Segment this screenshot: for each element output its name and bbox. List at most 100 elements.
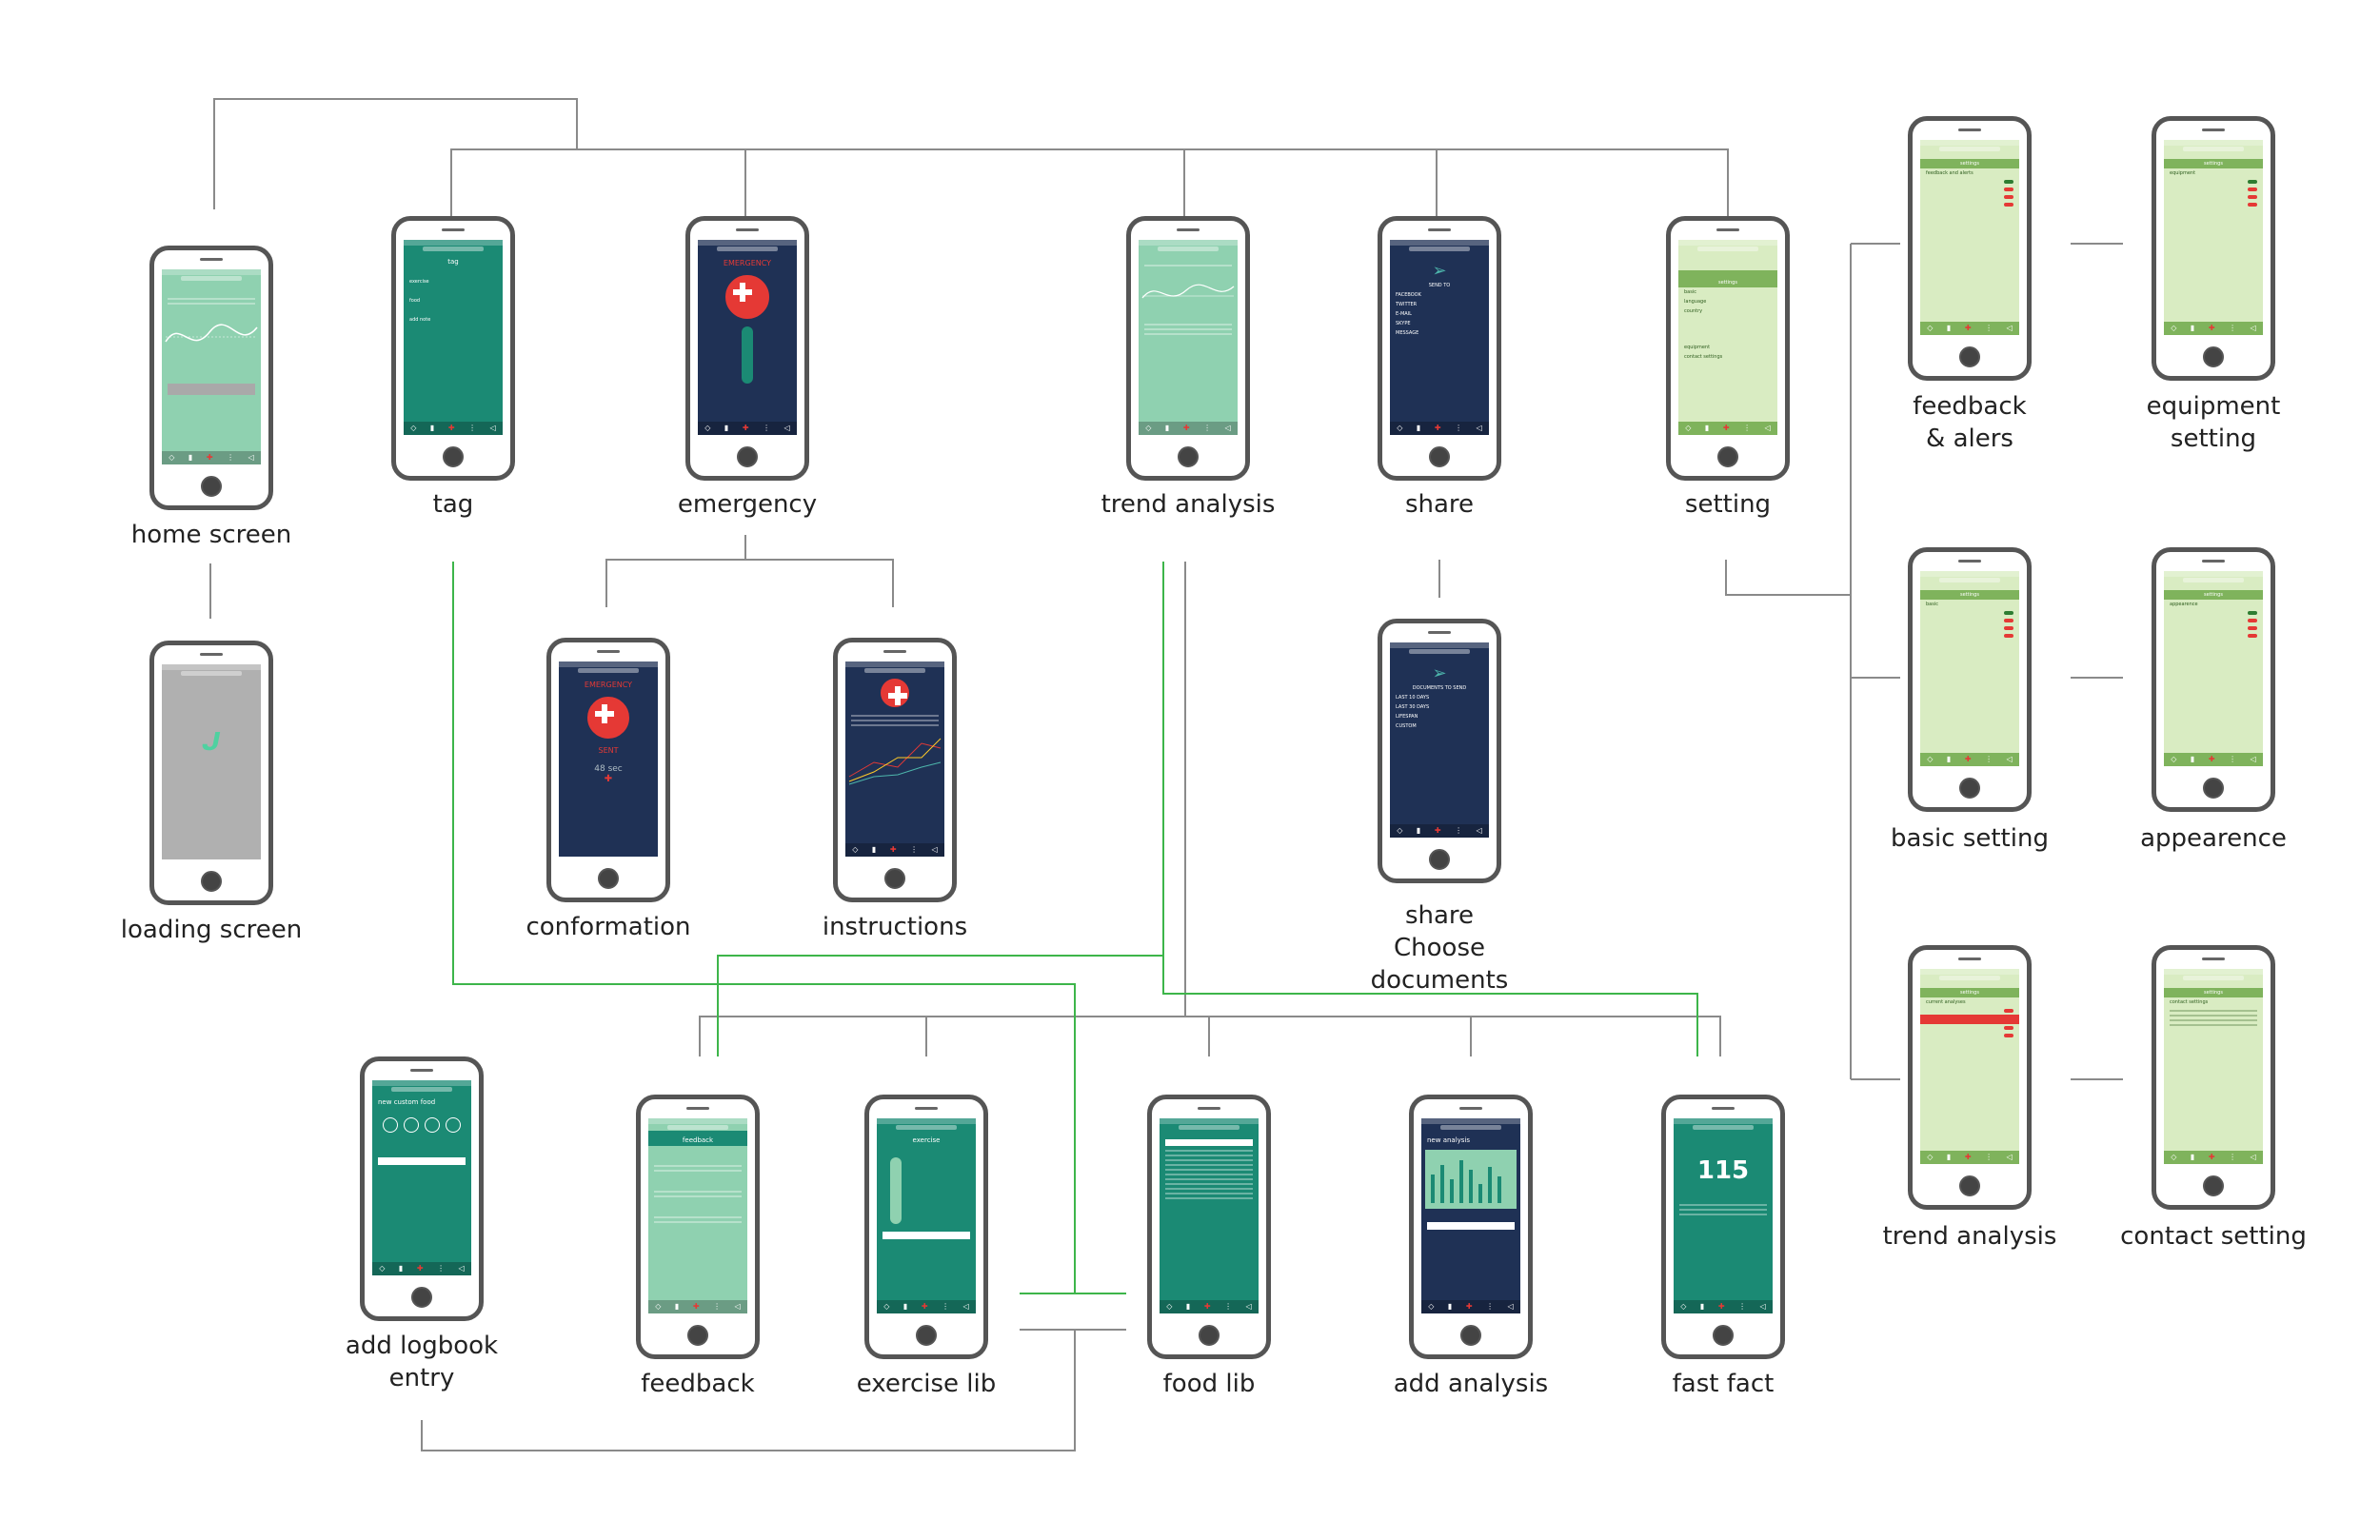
phone-trend-analysis-setting[interactable]: settings current analyses ◇▮✚⋮◁ xyxy=(1908,945,2032,1210)
share-option[interactable]: MESSAGE xyxy=(1396,330,1419,336)
conformation-timer: 48 sec xyxy=(594,764,623,774)
settings-contact: contact settings xyxy=(2170,999,2209,1005)
trend-chart-preview xyxy=(1141,284,1235,299)
share-option[interactable]: E-MAIL xyxy=(1396,311,1412,317)
label-appearence: appearence xyxy=(2140,824,2287,853)
label-home-screen: home screen xyxy=(130,521,292,549)
home-button[interactable] xyxy=(2203,778,2224,799)
phone-share[interactable]: ➢ SEND TO FACEBOOK TWITTER E-MAIL SKYPE … xyxy=(1378,216,1501,481)
share-doc-option[interactable]: LAST 10 DAYS xyxy=(1396,695,1430,701)
home-button[interactable] xyxy=(1429,446,1450,467)
share-option[interactable]: FACEBOOK xyxy=(1396,292,1421,298)
tag-exercise-item: exercise xyxy=(409,279,429,285)
home-button[interactable] xyxy=(411,1287,432,1308)
tag-screen-title: tag xyxy=(447,258,459,266)
phone-emergency[interactable]: EMERGENCY ◇▮✚⋮◁ xyxy=(685,216,809,481)
label-exercise-lib: exercise lib xyxy=(856,1370,997,1398)
phone-basic-setting[interactable]: settings basic ◇▮✚⋮◁ xyxy=(1908,547,2032,812)
app-logo-icon: ᒍ xyxy=(202,728,221,757)
phone-add-analysis[interactable]: new analysis ◇▮✚⋮◁ xyxy=(1409,1095,1533,1359)
home-button[interactable] xyxy=(1717,446,1738,467)
share-option[interactable]: SKYPE xyxy=(1396,321,1411,326)
home-button[interactable] xyxy=(598,868,619,889)
share-option[interactable]: TWITTER xyxy=(1396,302,1418,307)
home-button[interactable] xyxy=(687,1325,708,1346)
home-button[interactable] xyxy=(1178,446,1199,467)
settings-basic: basic xyxy=(1926,602,1938,607)
phone-trend-analysis[interactable]: ◇▮✚⋮◁ xyxy=(1126,216,1250,481)
phone-exercise-lib[interactable]: exercise ◇▮✚⋮◁ xyxy=(864,1095,988,1359)
label-feedback: feedback xyxy=(641,1370,755,1398)
settings-appearence: appearence xyxy=(2170,602,2198,607)
phone-food-lib[interactable]: ◇▮✚⋮◁ xyxy=(1147,1095,1271,1359)
green-connectors xyxy=(452,562,1698,1294)
home-button[interactable] xyxy=(1959,1175,1980,1196)
phone-contact-setting[interactable]: settings contact settings ◇▮✚⋮◁ xyxy=(2152,945,2275,1210)
settings-equipment[interactable]: equipment xyxy=(1684,345,1711,350)
instructions-chart xyxy=(848,738,942,785)
settings-basic: basic xyxy=(1684,289,1696,295)
settings-language[interactable]: language xyxy=(1684,299,1707,305)
fast-fact-value: 115 xyxy=(1696,1156,1750,1185)
phone-loading-screen[interactable]: ᒍ xyxy=(149,641,273,905)
home-button[interactable] xyxy=(884,868,905,889)
glucose-chart-preview xyxy=(165,324,258,343)
share-doc-option[interactable]: CUSTOM xyxy=(1396,723,1417,729)
share-docs-heading: DOCUMENTS TO SEND xyxy=(1412,685,1467,691)
label-contact-setting: contact setting xyxy=(2120,1222,2307,1251)
home-button[interactable] xyxy=(2203,1175,2224,1196)
home-button[interactable] xyxy=(1199,1325,1220,1346)
phone-share-documents[interactable]: ➢ DOCUMENTS TO SEND LAST 10 DAYS LAST 30… xyxy=(1378,619,1501,883)
settings-title: settings xyxy=(1920,590,2019,600)
phone-appearence[interactable]: settings appearence ◇▮✚⋮◁ xyxy=(2152,547,2275,812)
home-button[interactable] xyxy=(1460,1325,1481,1346)
label-food-lib: food lib xyxy=(1162,1370,1256,1398)
settings-contact[interactable]: contact settings xyxy=(1684,354,1723,360)
phone-instructions[interactable]: ◇▮✚⋮◁ xyxy=(833,638,957,902)
home-button[interactable] xyxy=(1429,849,1450,870)
settings-title: settings xyxy=(2164,988,2263,997)
phone-home-screen[interactable]: ◇▮✚⋮◁ xyxy=(149,246,273,510)
label-equipment-setting: equipment setting xyxy=(2146,392,2281,453)
phone-fast-fact[interactable]: 115 ◇▮✚⋮◁ xyxy=(1661,1095,1785,1359)
tag-food-item: food xyxy=(409,298,421,304)
gray-connectors xyxy=(209,98,2123,1451)
phone-tag[interactable]: tag exercise food add note ◇▮✚⋮◁ xyxy=(391,216,515,481)
share-doc-option[interactable]: LAST 30 DAYS xyxy=(1396,704,1430,710)
settings-title: settings xyxy=(1920,159,2019,168)
home-button[interactable] xyxy=(1959,778,1980,799)
home-button[interactable] xyxy=(1713,1325,1734,1346)
label-emergency: emergency xyxy=(677,490,818,519)
label-loading-screen: loading screen xyxy=(120,916,303,944)
home-button[interactable] xyxy=(2203,346,2224,367)
home-button[interactable] xyxy=(201,871,222,892)
phone-add-logbook-entry[interactable]: new custom food ◇▮✚⋮◁ xyxy=(360,1056,484,1321)
label-basic-setting: basic setting xyxy=(1891,824,2049,853)
phone-setting[interactable]: settings basic language country equipmen… xyxy=(1666,216,1790,481)
logbook-title: new custom food xyxy=(378,1098,436,1106)
home-button[interactable] xyxy=(201,476,222,497)
home-button[interactable] xyxy=(1959,346,1980,367)
label-share: share xyxy=(1404,490,1475,519)
share-doc-option[interactable]: LIFESPAN xyxy=(1396,714,1418,720)
settings-country[interactable]: country xyxy=(1684,308,1703,314)
phone-feedback-alerts[interactable]: settings feedback and alerts ◇▮✚⋮◁ xyxy=(1908,116,2032,381)
settings-title: settings xyxy=(1678,278,1777,287)
label-tag: tag xyxy=(432,490,474,519)
home-button[interactable] xyxy=(737,446,758,467)
label-add-analysis: add analysis xyxy=(1393,1370,1549,1398)
phone-equipment-setting[interactable]: settings equipment ◇▮✚⋮◁ xyxy=(2152,116,2275,381)
paper-plane-icon: ➢ xyxy=(1432,663,1447,683)
phone-feedback[interactable]: feedback ◇▮✚⋮◁ xyxy=(636,1095,760,1359)
label-trend-analysis-setting: trend analysis xyxy=(1882,1222,2057,1251)
label-setting: setting xyxy=(1684,490,1772,519)
emergency-cross-icon xyxy=(881,679,909,707)
phone-conformation[interactable]: EMERGENCY SENT 48 sec ✚ xyxy=(546,638,670,902)
label-add-logbook-entry: add logbook entry xyxy=(345,1332,499,1392)
emergency-title: EMERGENCY xyxy=(723,259,772,267)
emergency-cross-icon[interactable] xyxy=(725,275,769,319)
home-button[interactable] xyxy=(916,1325,937,1346)
home-button[interactable] xyxy=(443,446,464,467)
label-trend-analysis: trend analysis xyxy=(1101,490,1276,519)
